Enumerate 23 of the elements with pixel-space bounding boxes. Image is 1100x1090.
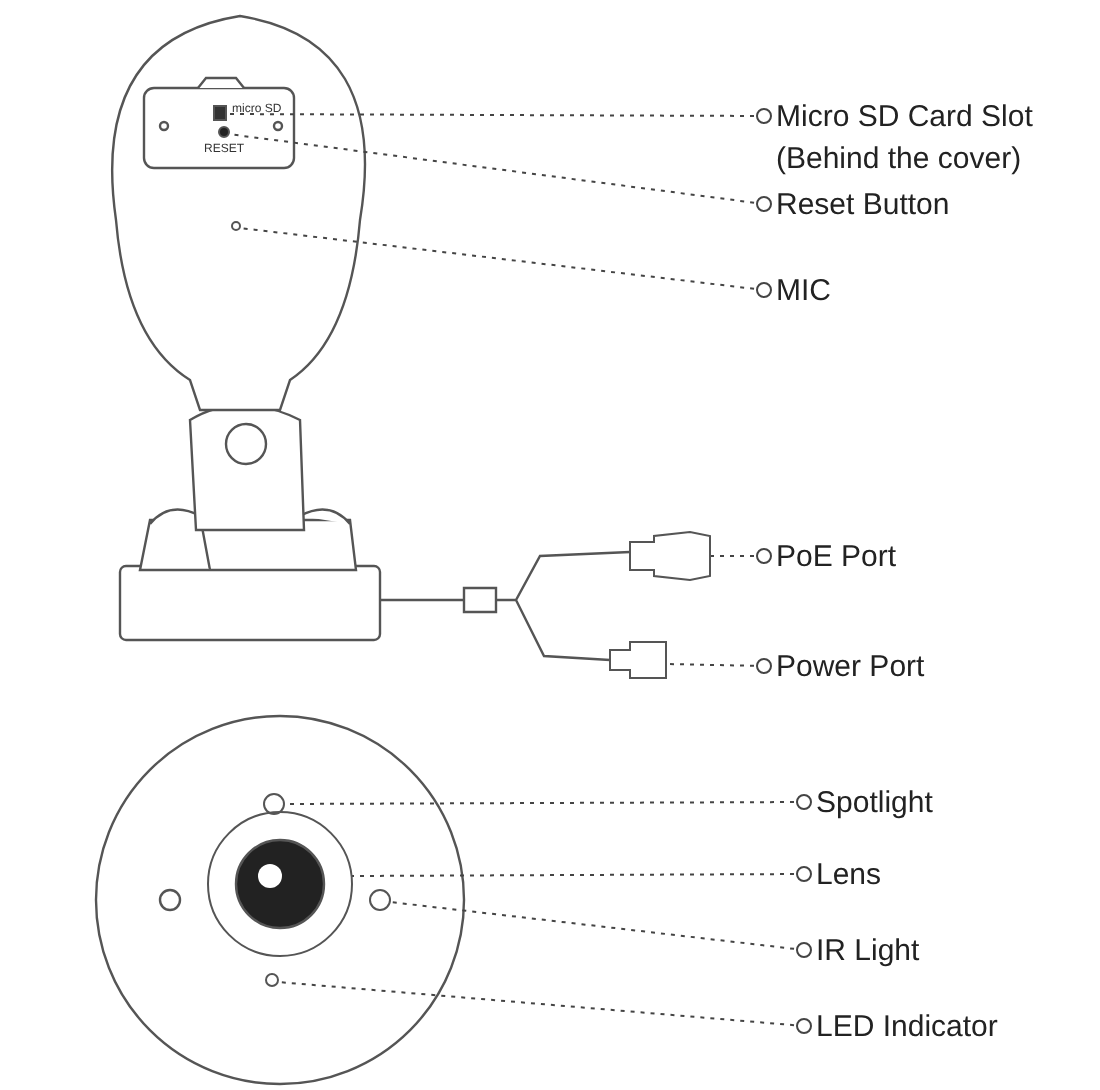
mic-hole: [231, 221, 241, 231]
leader-line: [277, 981, 812, 1034]
spotlight-label: Spotlight: [816, 782, 1096, 824]
mic-label: MIC: [776, 270, 1056, 312]
leader-line: [351, 866, 812, 882]
poe-label: PoE Port: [776, 536, 1056, 578]
leader-line: [389, 901, 812, 958]
lens-label: Lens: [816, 854, 1096, 896]
led-indicator-dot: [265, 973, 279, 987]
micro-sd-label: Micro SD Card Slot (Behind the cover): [776, 96, 1076, 180]
ir-light-label: IR Light: [816, 930, 1096, 972]
poe-connector: [629, 531, 711, 581]
lens-ring: [207, 811, 353, 957]
leader-line: [709, 548, 772, 564]
reset-button: [218, 126, 230, 138]
power-label: Power Port: [776, 646, 1056, 688]
led-label: LED Indicator: [816, 1006, 1096, 1048]
leader-line: [665, 658, 772, 674]
power-connector: [609, 641, 667, 679]
leader-line: [239, 227, 772, 298]
leader-line: [225, 108, 772, 124]
card-slot-icon: [213, 105, 227, 121]
reset-label: Reset Button: [776, 184, 1056, 226]
